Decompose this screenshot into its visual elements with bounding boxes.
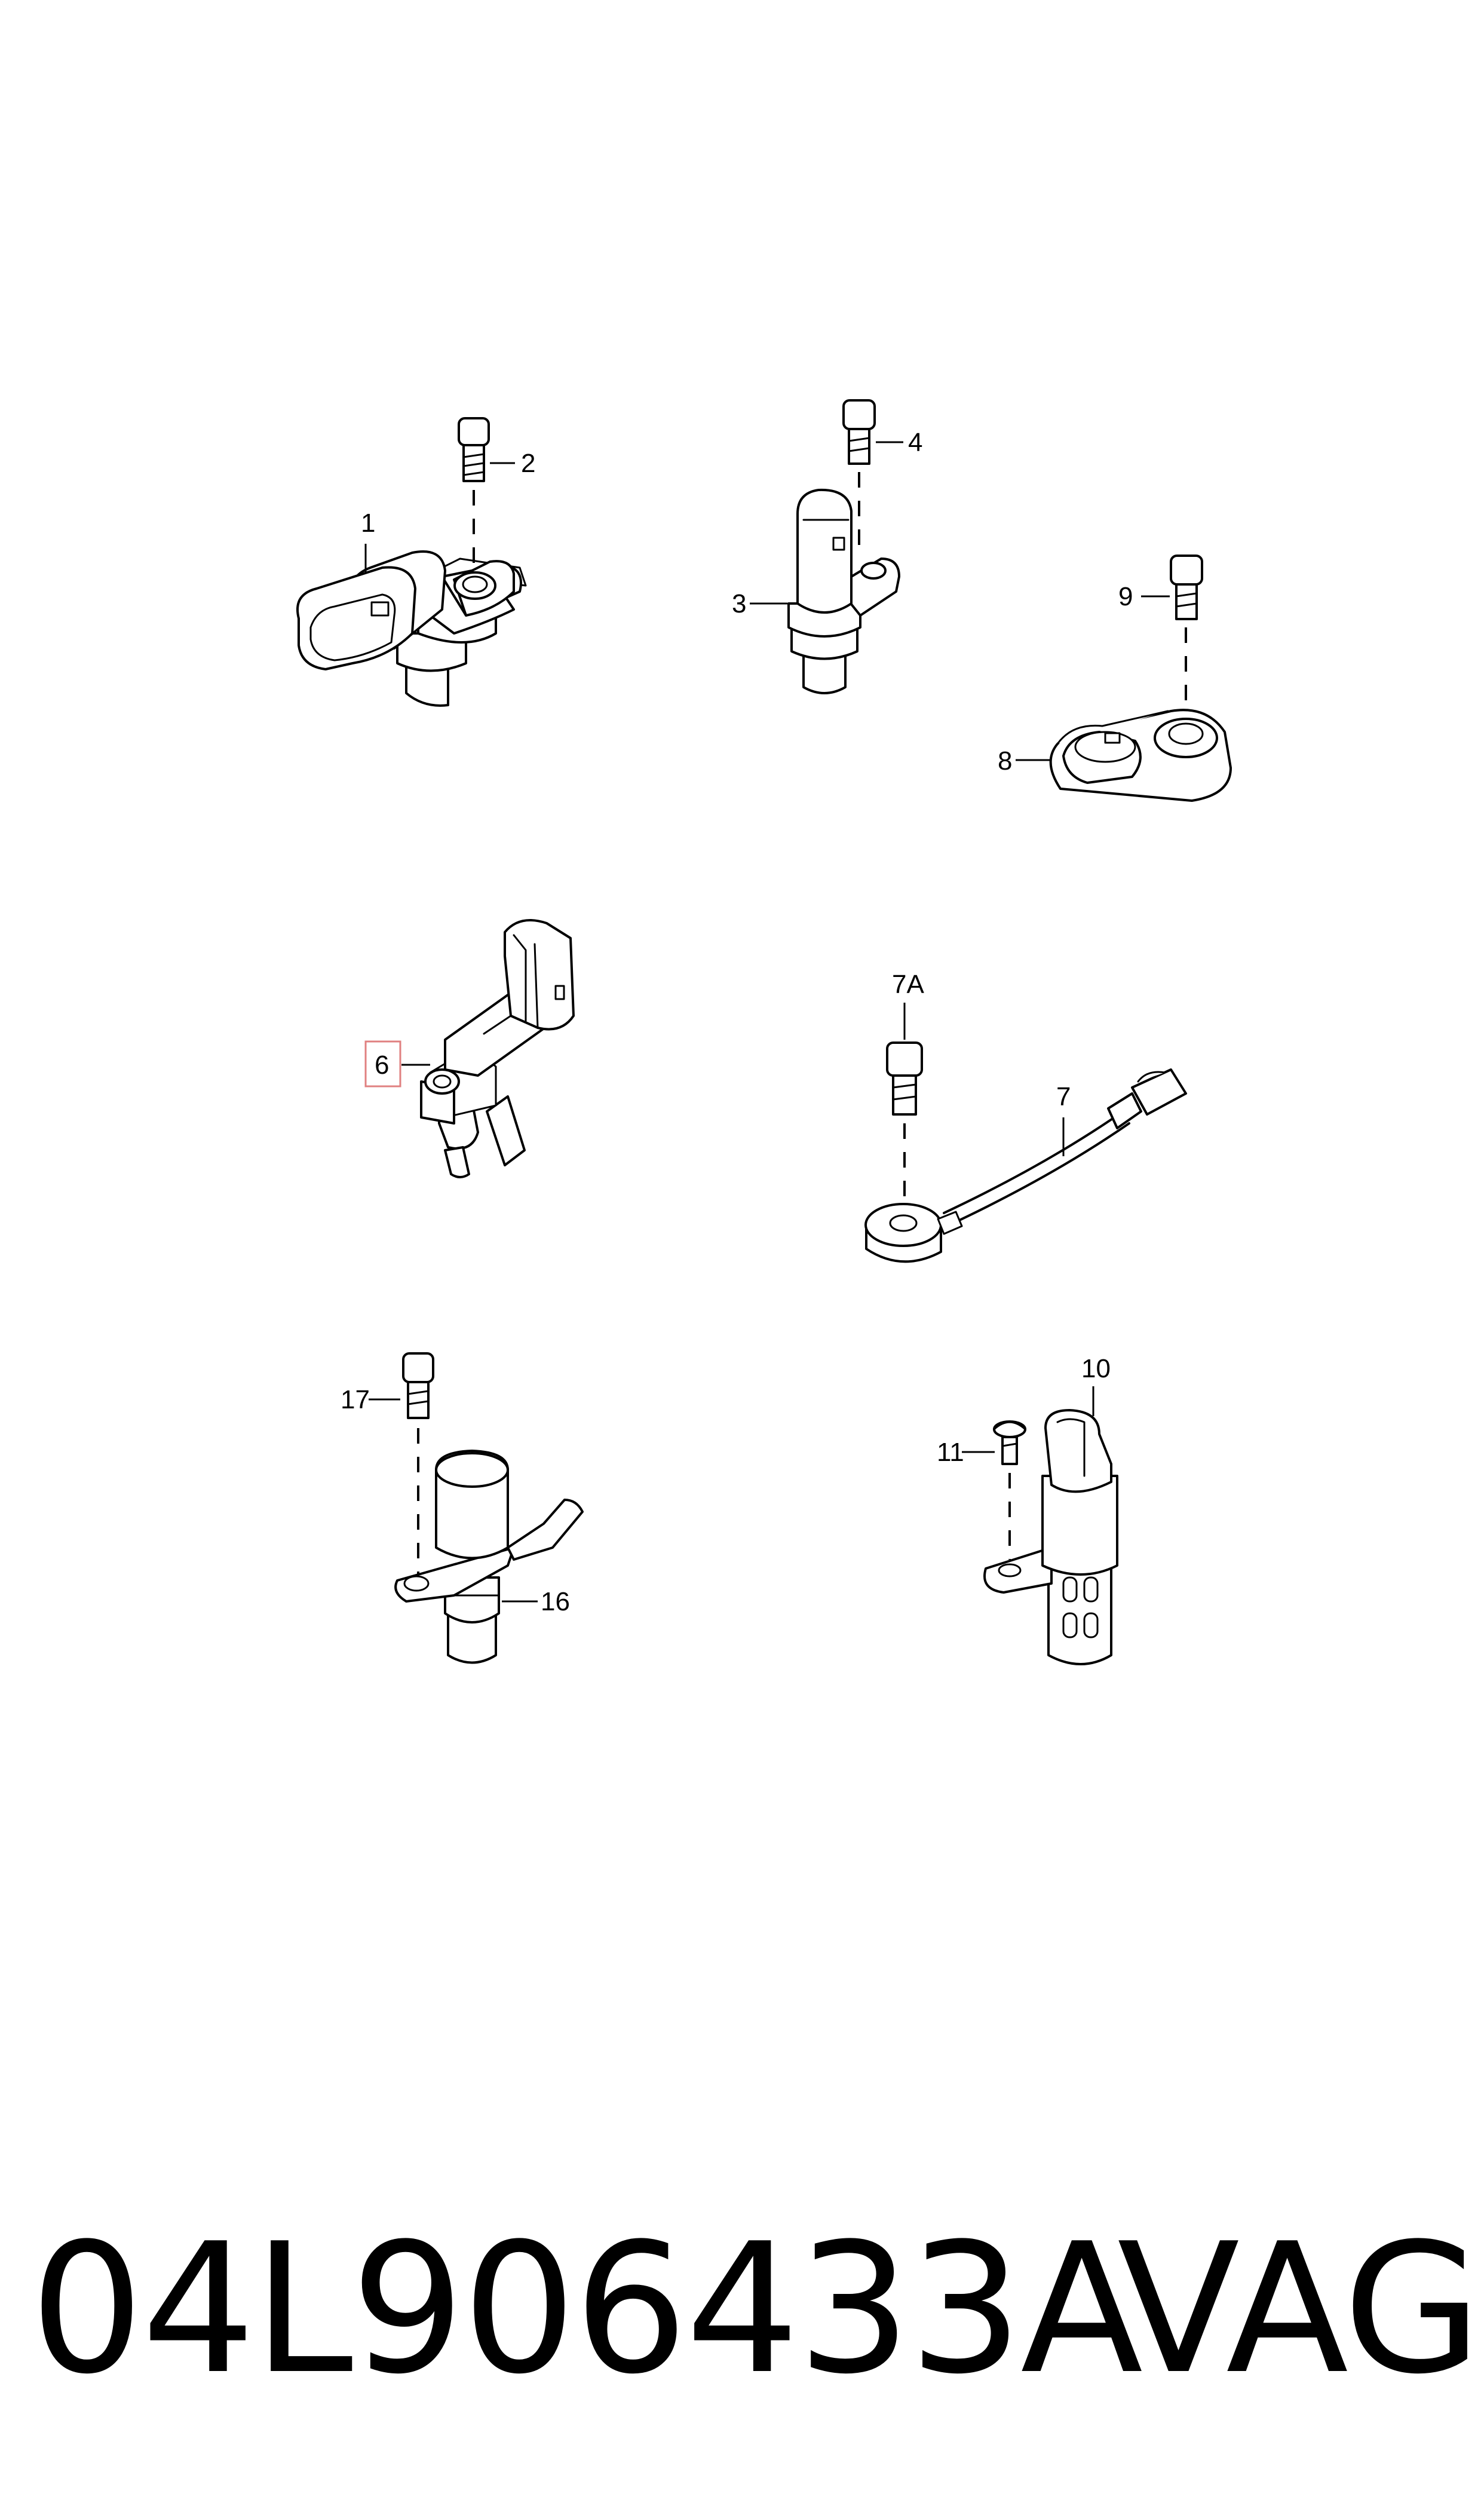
bolt-part-11[interactable] — [993, 1420, 1026, 1465]
bolt-part-7a[interactable] — [886, 1041, 923, 1116]
callout-1[interactable]: 1 — [361, 508, 375, 538]
callout-7[interactable]: 7 — [1056, 1082, 1071, 1111]
callout-9[interactable]: 9 — [1118, 582, 1133, 611]
callout-8[interactable]: 8 — [998, 746, 1012, 776]
sensor-part-1[interactable] — [296, 550, 527, 707]
brand-label: VAG — [1117, 2205, 1482, 2413]
bolt-part-4[interactable] — [842, 399, 876, 465]
callout-10[interactable]: 10 — [1081, 1354, 1111, 1383]
part-number-label: 04L906433A — [30, 2205, 1143, 2413]
solenoid-part-10[interactable] — [983, 1409, 1118, 1665]
bolt-part-17[interactable] — [402, 1352, 434, 1419]
sensor-part-6[interactable] — [420, 919, 575, 1178]
bolt-part-9[interactable] — [1170, 555, 1203, 620]
sensor-part-3[interactable] — [787, 488, 900, 694]
parts-diagram: 1 2 4 3 9 8 — [296, 399, 1232, 1665]
callout-6[interactable]: 6 — [375, 1050, 389, 1080]
callout-7a[interactable]: 7A — [892, 970, 924, 999]
callout-3[interactable]: 3 — [732, 589, 746, 618]
callout-17[interactable]: 17 — [341, 1385, 370, 1414]
callout-16[interactable]: 16 — [541, 1587, 570, 1616]
callout-6-highlight — [364, 1040, 401, 1088]
sensor-part-8[interactable] — [1049, 709, 1232, 802]
callout-2[interactable]: 2 — [521, 449, 535, 478]
valve-part-16[interactable] — [394, 1450, 584, 1664]
callout-11[interactable]: 11 — [937, 1438, 964, 1467]
bolt-part-2[interactable] — [458, 417, 490, 482]
callout-4[interactable]: 4 — [908, 428, 922, 457]
knock-sensor-part-7[interactable] — [864, 1068, 1187, 1263]
